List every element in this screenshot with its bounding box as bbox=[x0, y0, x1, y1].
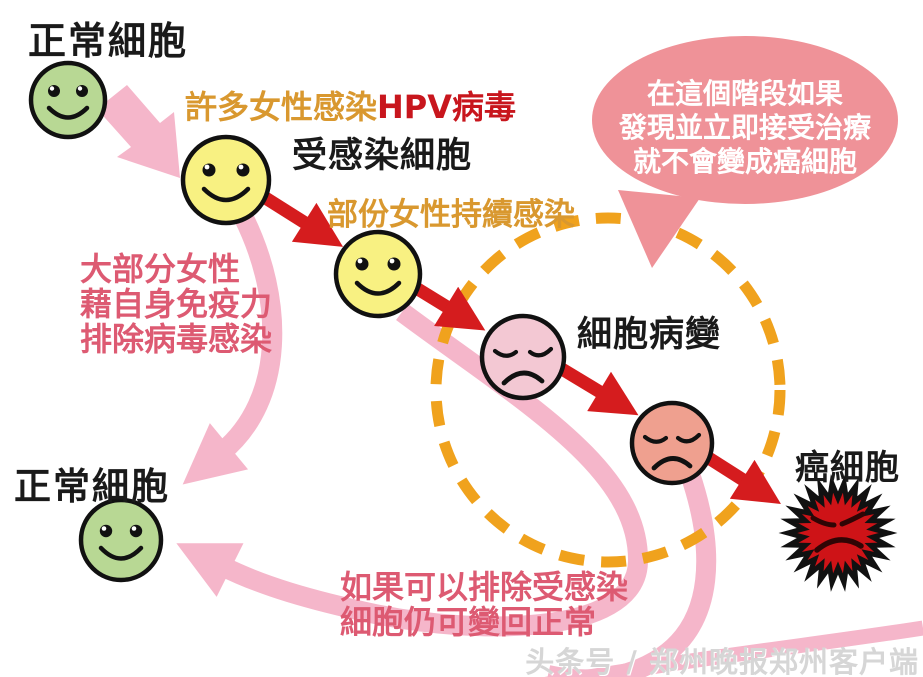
annotation-many-women-prefix: 許多女性感染 bbox=[185, 88, 378, 126]
bubble-line2: 發現並立即接受治療 bbox=[618, 111, 871, 144]
annotation-hpv-virus: HPV病毒 bbox=[377, 88, 517, 126]
red-arrow-4-icon bbox=[700, 449, 781, 504]
annotation-partial-women: 部份女性持續感染 bbox=[327, 197, 575, 233]
loop-swoosh-icon bbox=[547, 470, 717, 677]
annotation-recover-line1: 如果可以排除受感染 bbox=[340, 568, 629, 606]
bottom-swoosh-icon bbox=[544, 620, 923, 677]
bubble-line1: 在這個階段如果 bbox=[646, 77, 843, 110]
label-normal-cell-bottom: 正常細胞 bbox=[14, 465, 170, 508]
immunity-return-arrow-icon bbox=[182, 211, 283, 485]
annotation-immunity: 大部分女性 藉自身免疫力 排除病毒感染 bbox=[80, 252, 272, 357]
speech-bubble-text: 在這個階段如果 發現並立即接受治療 就不會變成癌細胞 bbox=[592, 77, 898, 179]
normal-cell-top-icon bbox=[28, 60, 108, 140]
red-arrow-1-icon bbox=[260, 191, 344, 247]
cancer-cell-icon bbox=[778, 474, 898, 592]
red-arrow-3-icon bbox=[558, 363, 639, 416]
label-normal-cell-top: 正常細胞 bbox=[28, 19, 189, 63]
annotation-immunity-line3: 排除病毒感染 bbox=[80, 320, 273, 358]
clearance-return-arrow-icon bbox=[176, 303, 649, 637]
label-infected-cell: 受感染細胞 bbox=[292, 136, 473, 176]
infected-cell-icon bbox=[180, 134, 272, 226]
watermark: 头条号 / 郑州晚报郑州客户端 bbox=[525, 645, 919, 677]
normal-cell-bottom-icon bbox=[78, 497, 164, 583]
annotation-immunity-line1: 大部分女性 bbox=[80, 250, 241, 288]
persistent-infected-cell-icon bbox=[333, 229, 423, 319]
label-cell-lesion: 細胞病變 bbox=[577, 315, 722, 355]
dashed-stage-circle-icon bbox=[430, 212, 786, 568]
speech-bubble bbox=[592, 36, 898, 268]
speech-bubble-body bbox=[592, 36, 898, 204]
annotation-recover: 如果可以排除受感染 細胞仍可變回正常 bbox=[340, 570, 628, 640]
lesion-cell-1-icon bbox=[479, 313, 567, 401]
pink-recovery-arrows bbox=[97, 85, 923, 677]
speech-bubble-tail-icon bbox=[618, 190, 700, 268]
lesion-cell-2-icon bbox=[629, 400, 715, 486]
annotation-immunity-line2: 藉自身免疫力 bbox=[80, 285, 273, 323]
annotation-many-women-hpv: 許多女性感染HPV病毒 bbox=[185, 82, 516, 128]
bubble-line3: 就不會變成癌細胞 bbox=[632, 145, 857, 178]
label-cancer-cell: 癌細胞 bbox=[795, 448, 900, 488]
annotation-recover-line2: 細胞仍可變回正常 bbox=[340, 603, 597, 641]
big-pink-arrow-icon bbox=[97, 85, 180, 178]
